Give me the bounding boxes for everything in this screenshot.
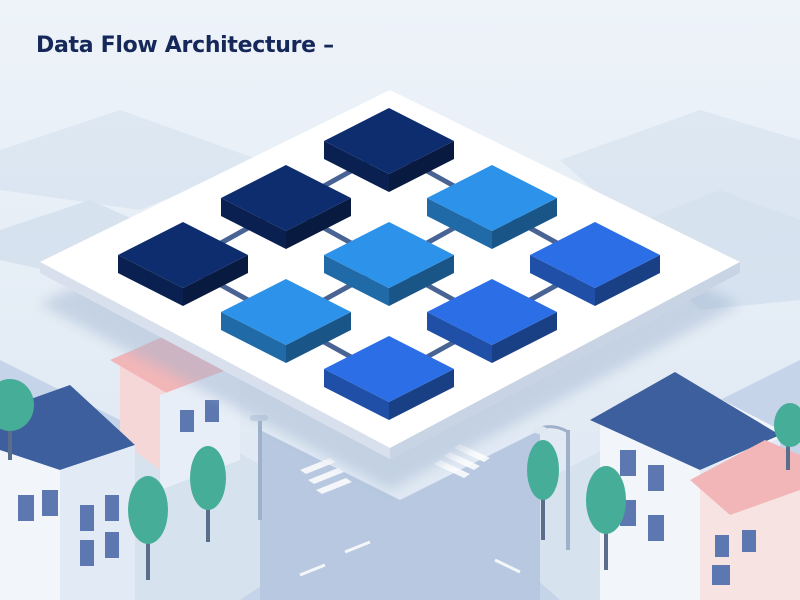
data-node-n02[interactable] [324,108,454,192]
node-layer [118,108,660,420]
tree-icon [128,476,168,580]
distant-city-silhouette [0,110,800,310]
data-node-n11[interactable] [324,222,454,306]
data-node-n22[interactable] [530,222,660,306]
tree-icon [586,466,626,570]
house-icon [690,440,800,600]
data-node-n01[interactable] [221,165,351,249]
data-node-n21[interactable] [427,279,557,363]
tree-icon [0,379,34,460]
data-node-n00[interactable] [118,222,248,306]
tree-icon [774,403,800,470]
page-title: Data Flow Architecture – [36,33,334,58]
data-node-n12[interactable] [427,165,557,249]
tree-icon [527,440,559,540]
data-node-n10[interactable] [221,279,351,363]
tree-icon [190,446,226,542]
house-icon [0,385,135,600]
street-lamp-icon [533,425,570,550]
data-node-n20[interactable] [324,336,454,420]
